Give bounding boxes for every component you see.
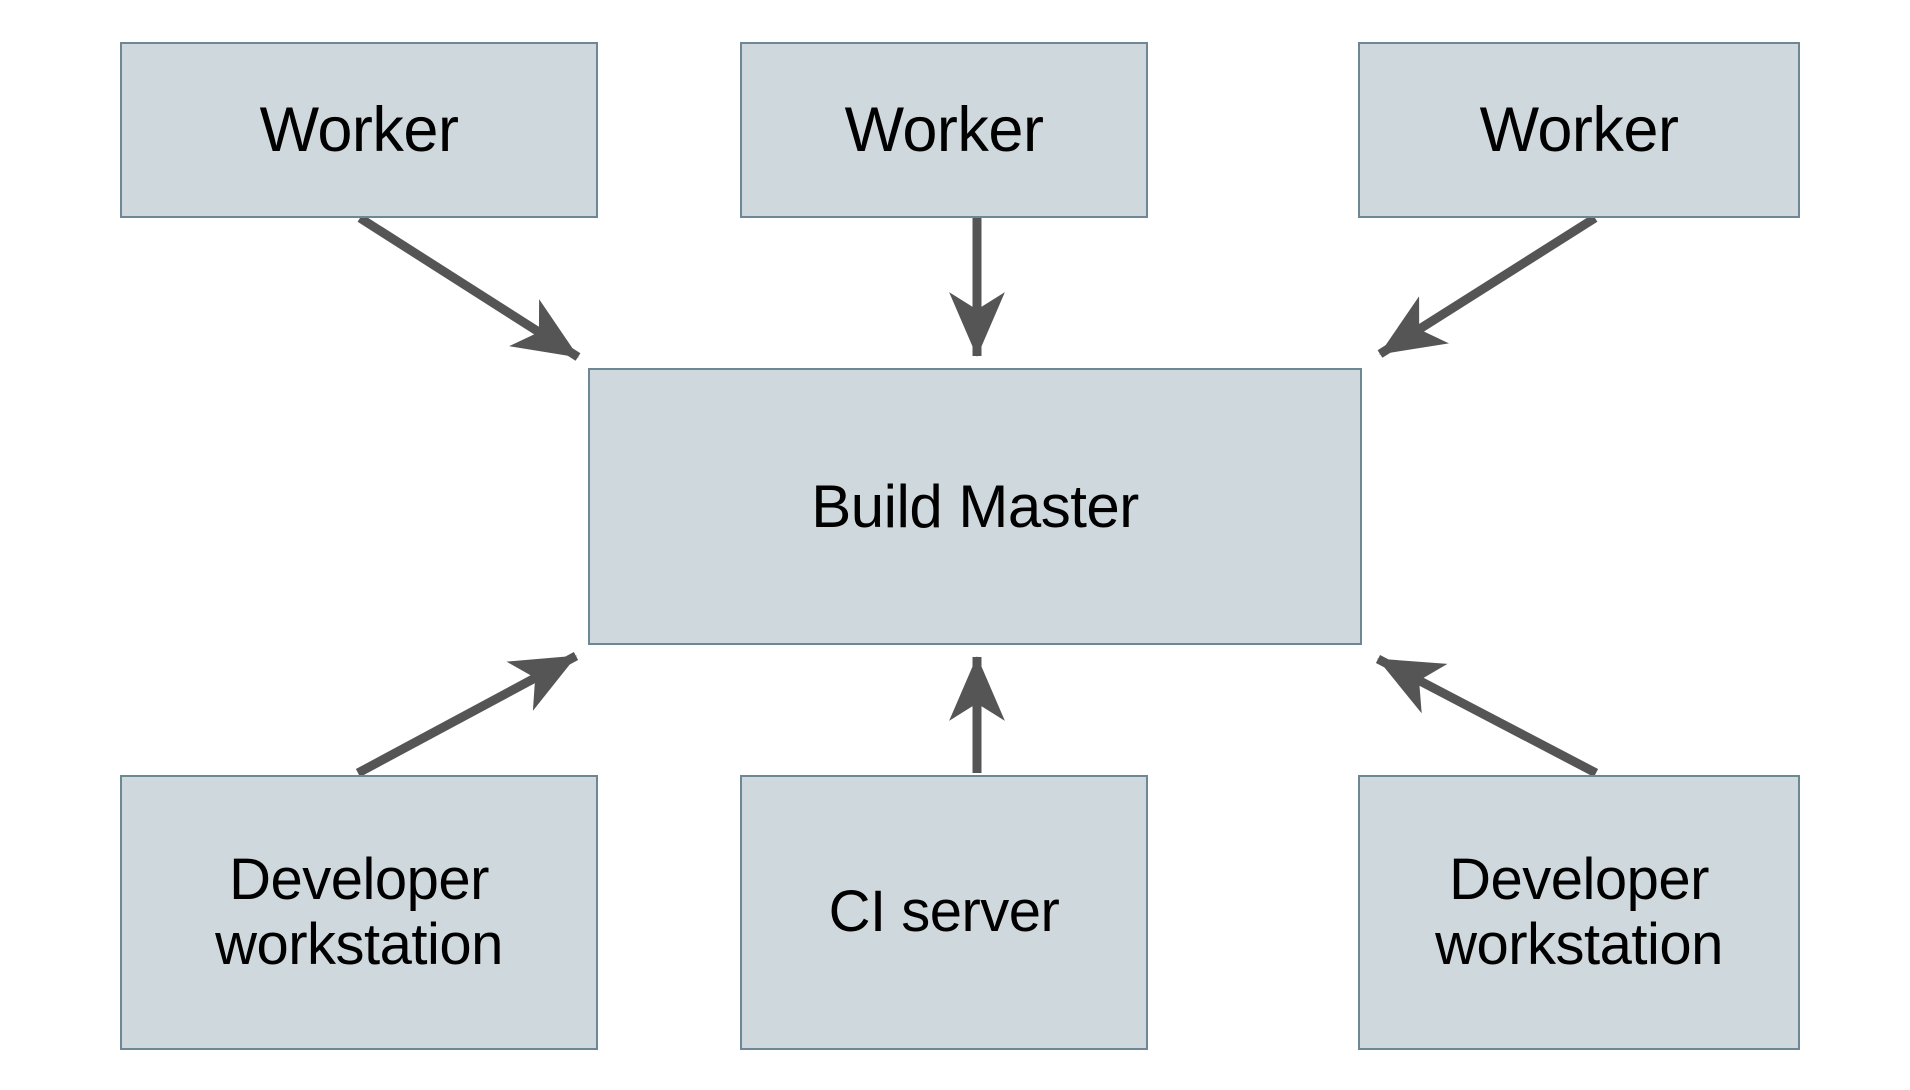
node-label-worker-left: Worker [259, 94, 459, 165]
edge-worker-left-to-master [357, 214, 581, 361]
node-label-developer-workstation-left: Developer workstation [215, 846, 503, 977]
node-label-developer-workstation-right: Developer workstation [1435, 846, 1723, 977]
node-build-master[interactable]: Build Master [588, 368, 1362, 645]
edge-dev-left-to-master [355, 652, 579, 777]
node-developer-workstation-left[interactable]: Developer workstation [120, 775, 598, 1050]
node-worker-left[interactable]: Worker [120, 42, 598, 218]
edge-dev-right-to-master [1375, 655, 1599, 777]
node-label-build-master: Build Master [811, 472, 1139, 540]
node-label-worker-right: Worker [1479, 94, 1679, 165]
node-ci-server[interactable]: CI server [740, 775, 1148, 1050]
node-worker-right[interactable]: Worker [1358, 42, 1800, 218]
edge-worker-right-to-master [1377, 214, 1598, 358]
node-worker-center[interactable]: Worker [740, 42, 1148, 218]
node-label-worker-center: Worker [844, 94, 1044, 165]
node-developer-workstation-right[interactable]: Developer workstation [1358, 775, 1800, 1050]
node-label-ci-server: CI server [828, 879, 1060, 945]
